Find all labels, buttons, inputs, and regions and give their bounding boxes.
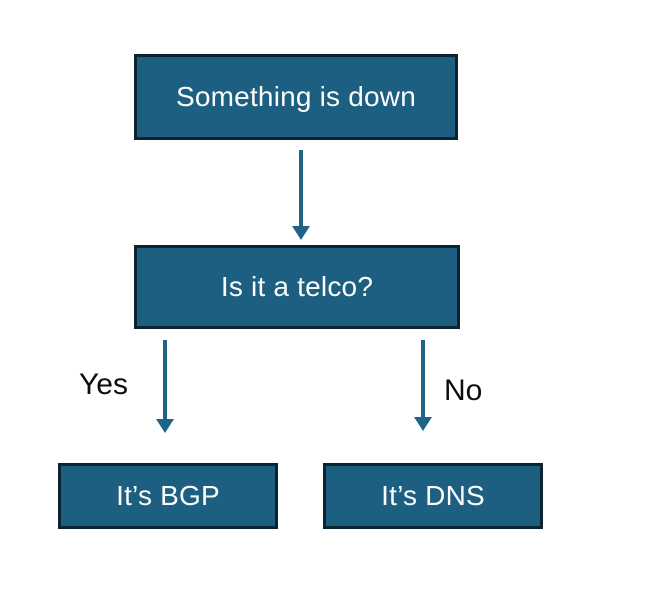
- edge-label-yes: Yes: [79, 368, 128, 401]
- node-its-bgp-label: It’s BGP: [116, 480, 220, 511]
- node-is-it-a-telco-label: Is it a telco?: [220, 271, 374, 302]
- node-its-dns-label: It’s DNS: [381, 480, 485, 511]
- arrow-head-icon: [414, 417, 432, 431]
- arrow-line: [421, 340, 425, 417]
- node-its-dns: It’s DNS: [323, 463, 543, 529]
- node-is-it-a-telco: Is it a telco?: [134, 245, 460, 329]
- arrow-yes-branch: [156, 340, 174, 433]
- edge-label-no: No: [444, 374, 483, 407]
- arrow-line: [299, 150, 303, 226]
- arrow-root-to-decision: [292, 150, 310, 240]
- arrow-head-icon: [292, 226, 310, 240]
- node-its-bgp: It’s BGP: [58, 463, 278, 529]
- arrow-no-branch: [414, 340, 432, 431]
- arrow-line: [163, 340, 167, 419]
- node-something-is-down-label: Something is down: [176, 81, 416, 112]
- arrow-head-icon: [156, 419, 174, 433]
- node-something-is-down: Something is down: [134, 54, 458, 140]
